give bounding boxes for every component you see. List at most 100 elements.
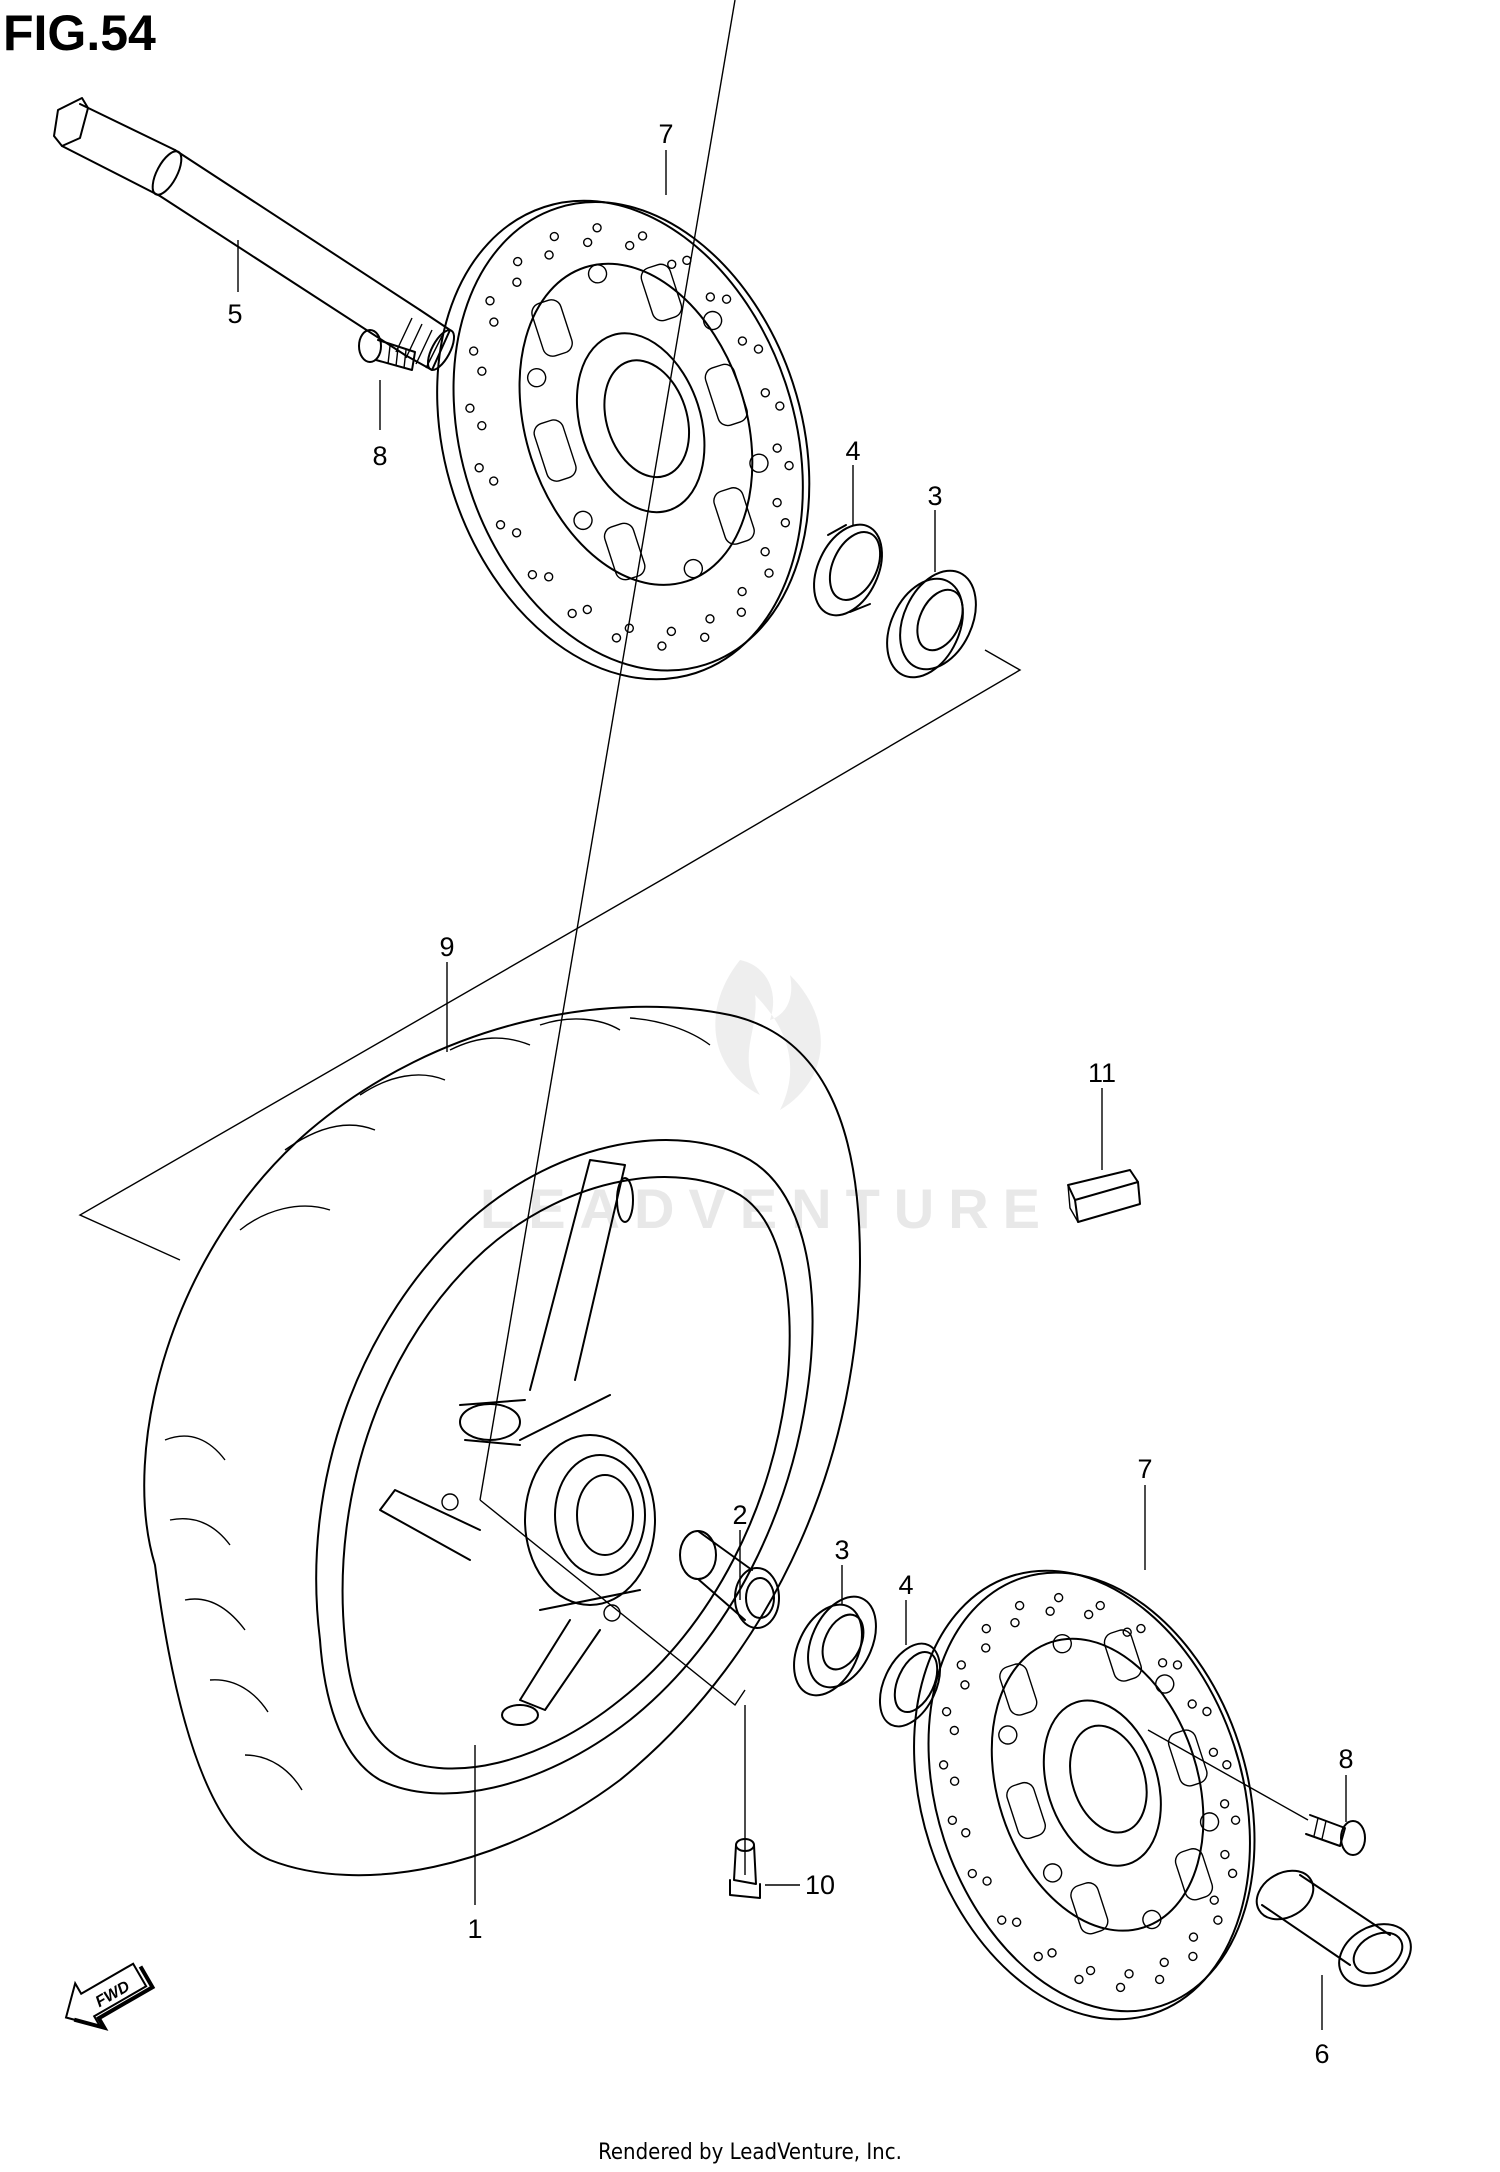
vent-hole [1230, 1815, 1241, 1825]
vent-hole [666, 626, 677, 637]
vent-hole [967, 1868, 978, 1879]
bolt-part-8-top [358, 329, 416, 371]
callout-11: 11 [1088, 1058, 1116, 1088]
vent-hole [682, 255, 692, 266]
brake-disc-part-7-bottom [913, 1569, 1256, 2021]
callout-6: 6 [1314, 2039, 1329, 2069]
watermark-logo: LEADVENTURE [480, 960, 1054, 1240]
vent-hole [784, 460, 794, 471]
fwd-arrow-icon: FWD [64, 1962, 156, 2031]
vent-hole [764, 568, 774, 578]
callout-1: 1 [467, 1914, 482, 1944]
vent-hole [982, 1876, 992, 1886]
vent-hole [1085, 1965, 1096, 1976]
vent-hole [981, 1643, 991, 1653]
vent-hole [637, 231, 648, 241]
vent-hole [544, 250, 554, 260]
vent-hole [721, 294, 732, 304]
vent-hole [549, 231, 560, 242]
vent-hole [941, 1706, 952, 1717]
vent-hole [961, 1828, 971, 1838]
callout-5: 5 [227, 299, 242, 329]
vent-hole [1187, 1699, 1197, 1709]
vent-hole [567, 608, 577, 619]
vent-hole [1074, 1974, 1084, 1985]
vent-hole [488, 476, 499, 486]
brake-disc-part-7-top [436, 199, 811, 681]
vent-hole [1010, 1617, 1020, 1628]
vent-hole [737, 336, 748, 346]
vent-hole [624, 623, 635, 633]
vent-hole [736, 607, 747, 617]
vent-hole [477, 366, 487, 376]
callout-4-top: 4 [845, 436, 860, 466]
vent-hole [760, 547, 770, 557]
assembly-leader-lines [78, 0, 1022, 1875]
vent-hole [947, 1815, 958, 1825]
bearing-part-3-bottom [793, 1595, 877, 1697]
vent-hole [772, 497, 782, 508]
callout-9: 9 [439, 932, 454, 962]
vent-hole [489, 317, 499, 327]
valve-part-10 [729, 1838, 761, 1899]
callout-7-top: 7 [658, 119, 673, 149]
spacer-part-2 [679, 1530, 780, 1629]
callout-3-top: 3 [927, 481, 942, 511]
callout-3-bottom: 3 [834, 1535, 849, 1565]
vent-hole [1011, 1917, 1022, 1927]
vent-hole [700, 632, 710, 642]
callout-8-bottom: 8 [1338, 1744, 1353, 1774]
vent-hole [1157, 1658, 1168, 1668]
vent-hole [1188, 1932, 1199, 1942]
vent-hole [1222, 1760, 1232, 1770]
vent-hole [657, 641, 667, 651]
vent-hole [1219, 1799, 1230, 1809]
vent-hole [477, 421, 487, 431]
vent-hole [1045, 1606, 1055, 1616]
vent-hole [1227, 1868, 1238, 1879]
vent-hole [1202, 1706, 1212, 1717]
vent-hole [495, 520, 506, 530]
bolt-part-8-bottom [1147, 1729, 1366, 1856]
callout-labels: 7 5 8 4 3 9 11 2 3 4 7 8 6 1 10 [227, 119, 1353, 2069]
vent-hole [960, 1680, 970, 1690]
vent-hole [775, 401, 785, 411]
vent-hole [1220, 1849, 1230, 1860]
vent-hole [1095, 1600, 1105, 1611]
vent-hole [1033, 1951, 1043, 1962]
vent-hole [1208, 1747, 1219, 1757]
vent-hole [705, 614, 715, 624]
vent-hole [1209, 1895, 1219, 1905]
vent-hole [624, 240, 635, 251]
vent-hole [611, 633, 622, 643]
vent-hole [997, 1915, 1007, 1925]
callout-8-top: 8 [372, 441, 387, 471]
oil-seal-part-4-top [813, 523, 883, 617]
callout-2: 2 [732, 1500, 747, 1530]
vent-hole [474, 463, 484, 473]
vent-hole [512, 277, 522, 287]
vent-hole [1124, 1969, 1134, 1979]
watermark-text: LEADVENTURE [480, 1177, 1054, 1240]
vent-hole [485, 296, 495, 306]
callout-4-bottom: 4 [898, 1570, 913, 1600]
vent-hole [1053, 1592, 1064, 1603]
wheel-and-tire-part-1-9 [143, 1005, 861, 1877]
vent-hole [753, 344, 764, 354]
callout-leaders [237, 150, 1347, 2030]
vent-hole [1122, 1627, 1132, 1637]
callout-10: 10 [805, 1870, 835, 1900]
vent-hole [468, 346, 479, 356]
vent-hole [949, 1725, 960, 1736]
vent-hole [1083, 1609, 1094, 1620]
vent-hole [1014, 1600, 1025, 1611]
vent-hole [527, 569, 538, 580]
vent-hole [780, 518, 791, 528]
bearing-part-3-top [886, 569, 977, 679]
vent-hole [1213, 1915, 1223, 1925]
vent-hole [1172, 1660, 1183, 1670]
vent-hole [1159, 1957, 1169, 1968]
vent-hole [543, 572, 554, 582]
vent-hole [582, 237, 593, 248]
